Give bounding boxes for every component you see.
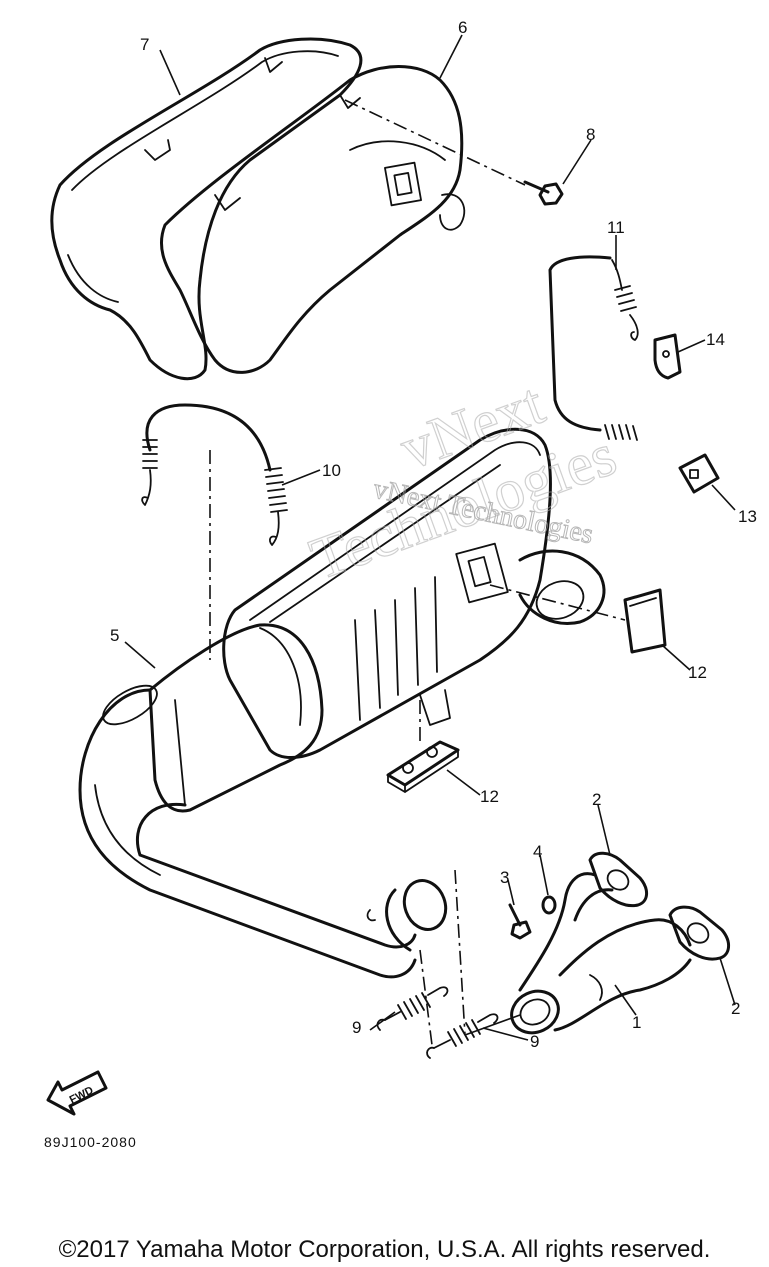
part-9-spring-upper	[376, 986, 449, 1031]
callout-10: 10	[322, 461, 341, 480]
callout-13: 13	[738, 507, 757, 526]
part-11-spring-rod	[548, 255, 639, 441]
fwd-label: FWD	[68, 1084, 96, 1106]
assembly-guide-lines	[209, 99, 626, 1046]
part-2-gasket-lower	[668, 905, 730, 961]
part-12-damper-plate	[386, 740, 460, 793]
part-10-spring	[141, 403, 288, 546]
part-8-bolt	[523, 180, 564, 206]
part-7-heat-cover-outer	[50, 37, 363, 381]
forward-arrow-icon: FWD	[46, 1070, 108, 1116]
callout-4: 4	[533, 842, 542, 861]
callout-6: 6	[458, 18, 467, 37]
part-9-spring-lower	[426, 1013, 499, 1059]
callout-5: 5	[110, 626, 119, 645]
callout-2-upper: 2	[592, 790, 601, 809]
callout-leaders	[124, 34, 736, 1041]
watermark: vNext Technologies vNext Technologies	[301, 369, 625, 592]
callout-9-lower: 9	[530, 1032, 539, 1051]
callout-3: 3	[500, 868, 509, 887]
callout-1: 1	[632, 1013, 641, 1032]
callout-labels: 7 6 8 11 14 10 13 5 12 12 2 4 3 2 1 9 9	[110, 18, 757, 1051]
part-3-bolt	[508, 903, 532, 940]
part-12-gasket-rear	[623, 588, 667, 654]
part-6-heat-protector	[159, 65, 466, 374]
callout-11: 11	[607, 218, 625, 237]
part-4-nut	[541, 895, 557, 915]
callout-12-rear: 12	[688, 663, 707, 682]
callout-8: 8	[586, 125, 595, 144]
copyright-notice: ©2017 Yamaha Motor Corporation, U.S.A. A…	[58, 1236, 711, 1263]
part-1-exhaust-pipe	[510, 872, 692, 1035]
callout-9-upper: 9	[352, 1018, 361, 1037]
callout-2-lower: 2	[731, 999, 740, 1018]
diagram-code: 89J100-2080	[44, 1134, 137, 1150]
callout-14: 14	[706, 330, 725, 349]
part-5-muffler	[78, 427, 606, 979]
part-2-gasket-upper	[588, 851, 648, 908]
part-14-bracket	[653, 333, 682, 380]
callout-12-plate: 12	[480, 787, 499, 806]
part-13-clip	[678, 453, 720, 494]
callout-7: 7	[140, 35, 149, 54]
